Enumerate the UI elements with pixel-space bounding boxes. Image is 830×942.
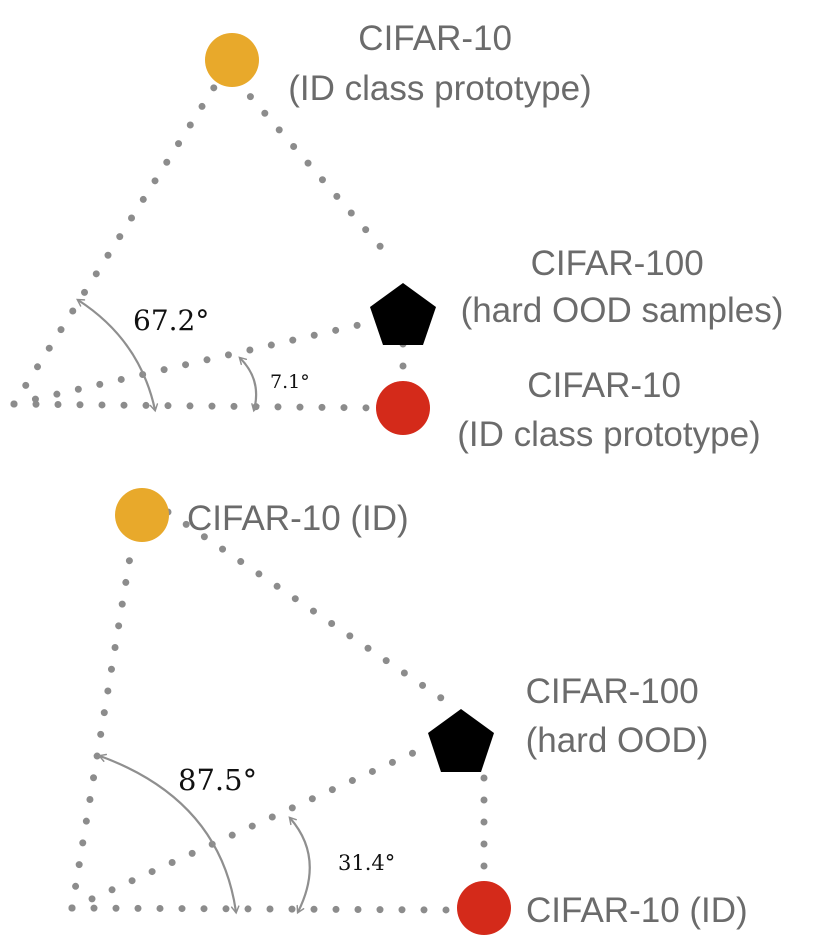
id-class-prototype-top-point: [205, 33, 259, 87]
prototype-bottom-label-line1: CIFAR-10: [527, 366, 681, 405]
ood-top-label-line2: (hard OOD samples): [461, 291, 784, 330]
bottom-small-angle-label: 31.4°: [338, 851, 395, 875]
ood-top-label-line1: CIFAR-100: [531, 244, 704, 283]
ood-bottom-label: CIFAR-100 (hard OOD): [526, 672, 709, 760]
id-top-point: [115, 488, 169, 542]
ray-origin-to-top-id: [68, 541, 136, 912]
ood-top-label: CIFAR-100 (hard OOD samples): [461, 244, 784, 330]
prototype-top-label-line2: (ID class prototype): [288, 69, 591, 108]
id-bottom-label: CIFAR-10 (ID): [526, 891, 748, 930]
hard-ood-point: [428, 709, 494, 772]
top-small-angle-label: 7.1°: [270, 371, 310, 393]
large-angle-arc: [76, 298, 159, 413]
ray-origin-to-top-prototype: [10, 74, 224, 408]
top-panel: CIFAR-10 (ID class prototype) CIFAR-100 …: [10, 19, 784, 454]
large-angle-arc: [97, 753, 240, 915]
prototype-top-label-line1: CIFAR-10: [358, 19, 512, 58]
id-top-label: CIFAR-10 (ID): [187, 499, 409, 538]
hard-ood-samples-point: [370, 283, 436, 345]
bottom-large-angle-label: 87.5°: [178, 763, 257, 797]
ood-bottom-label-line1: CIFAR-100: [526, 672, 699, 711]
prototype-bottom-label: CIFAR-10 (ID class prototype): [457, 366, 760, 454]
id-class-prototype-bottom-point: [376, 381, 430, 435]
bottom-panel: CIFAR-10 (ID) CIFAR-100 (hard OOD) CIFAR…: [68, 488, 748, 935]
ood-bottom-label-line2: (hard OOD): [526, 721, 709, 760]
id-bottom-point: [457, 881, 511, 935]
ray-origin-to-bottom-id: [68, 904, 458, 914]
prototype-bottom-label-line2: (ID class prototype): [457, 415, 760, 454]
connector-top-prototype-to-ood: [232, 76, 396, 264]
top-large-angle-label: 67.2°: [133, 304, 209, 337]
ray-origin-to-ood: [10, 318, 376, 408]
ray-origin-to-bottom-prototype: [10, 400, 386, 412]
prototype-top-label: CIFAR-10 (ID class prototype): [288, 19, 591, 108]
connector-top-id-to-ood: [164, 508, 448, 704]
small-angle-arc: [238, 356, 260, 413]
small-angle-arc: [288, 816, 311, 915]
